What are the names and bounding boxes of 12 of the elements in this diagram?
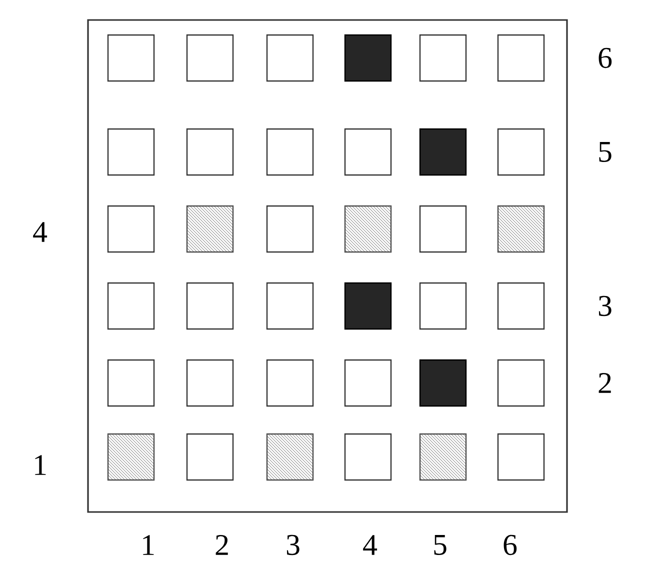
- column-number: 4: [363, 535, 378, 555]
- row-number: 4: [33, 222, 48, 242]
- column-number: 5: [434, 535, 446, 555]
- column-number: 6: [504, 534, 517, 556]
- row-number: 6: [598, 48, 612, 68]
- row-number: 2: [598, 373, 611, 393]
- row-number: 5: [599, 142, 612, 162]
- column-number: 2: [216, 535, 228, 555]
- row-number: 1: [35, 455, 46, 475]
- column-number: 3: [286, 534, 300, 556]
- row-number: 3: [598, 296, 612, 316]
- column-number: 1: [143, 535, 154, 555]
